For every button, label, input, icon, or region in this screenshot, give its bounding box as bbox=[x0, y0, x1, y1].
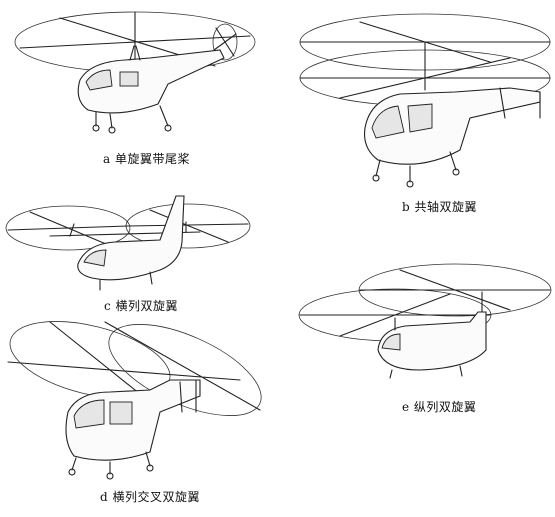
caption-c: c 横列双旋翼 bbox=[104, 299, 179, 313]
caption-d: d 横列交叉双旋翼 bbox=[100, 490, 200, 504]
caption-b: b 共轴双旋翼 bbox=[402, 200, 477, 214]
caption-a: a 单旋翼带尾桨 bbox=[103, 152, 190, 166]
helicopter-tandem-twin-rotor bbox=[298, 263, 552, 379]
rear-rotor-disk bbox=[358, 263, 552, 317]
fuselage bbox=[77, 49, 225, 114]
tail-rotor bbox=[212, 23, 238, 61]
left-rotor-disk bbox=[5, 205, 131, 251]
helicopter-side-by-side-twin-rotor bbox=[5, 195, 251, 291]
helicopter-single-rotor-tail-rotor bbox=[14, 11, 256, 134]
fuselage bbox=[377, 311, 487, 371]
caption-e: e 纵列双旋翼 bbox=[402, 400, 477, 414]
fuselage bbox=[77, 195, 185, 281]
helicopter-intermeshing-twin-rotor bbox=[7, 321, 262, 480]
helicopter-coaxial-twin-rotor bbox=[299, 13, 551, 188]
